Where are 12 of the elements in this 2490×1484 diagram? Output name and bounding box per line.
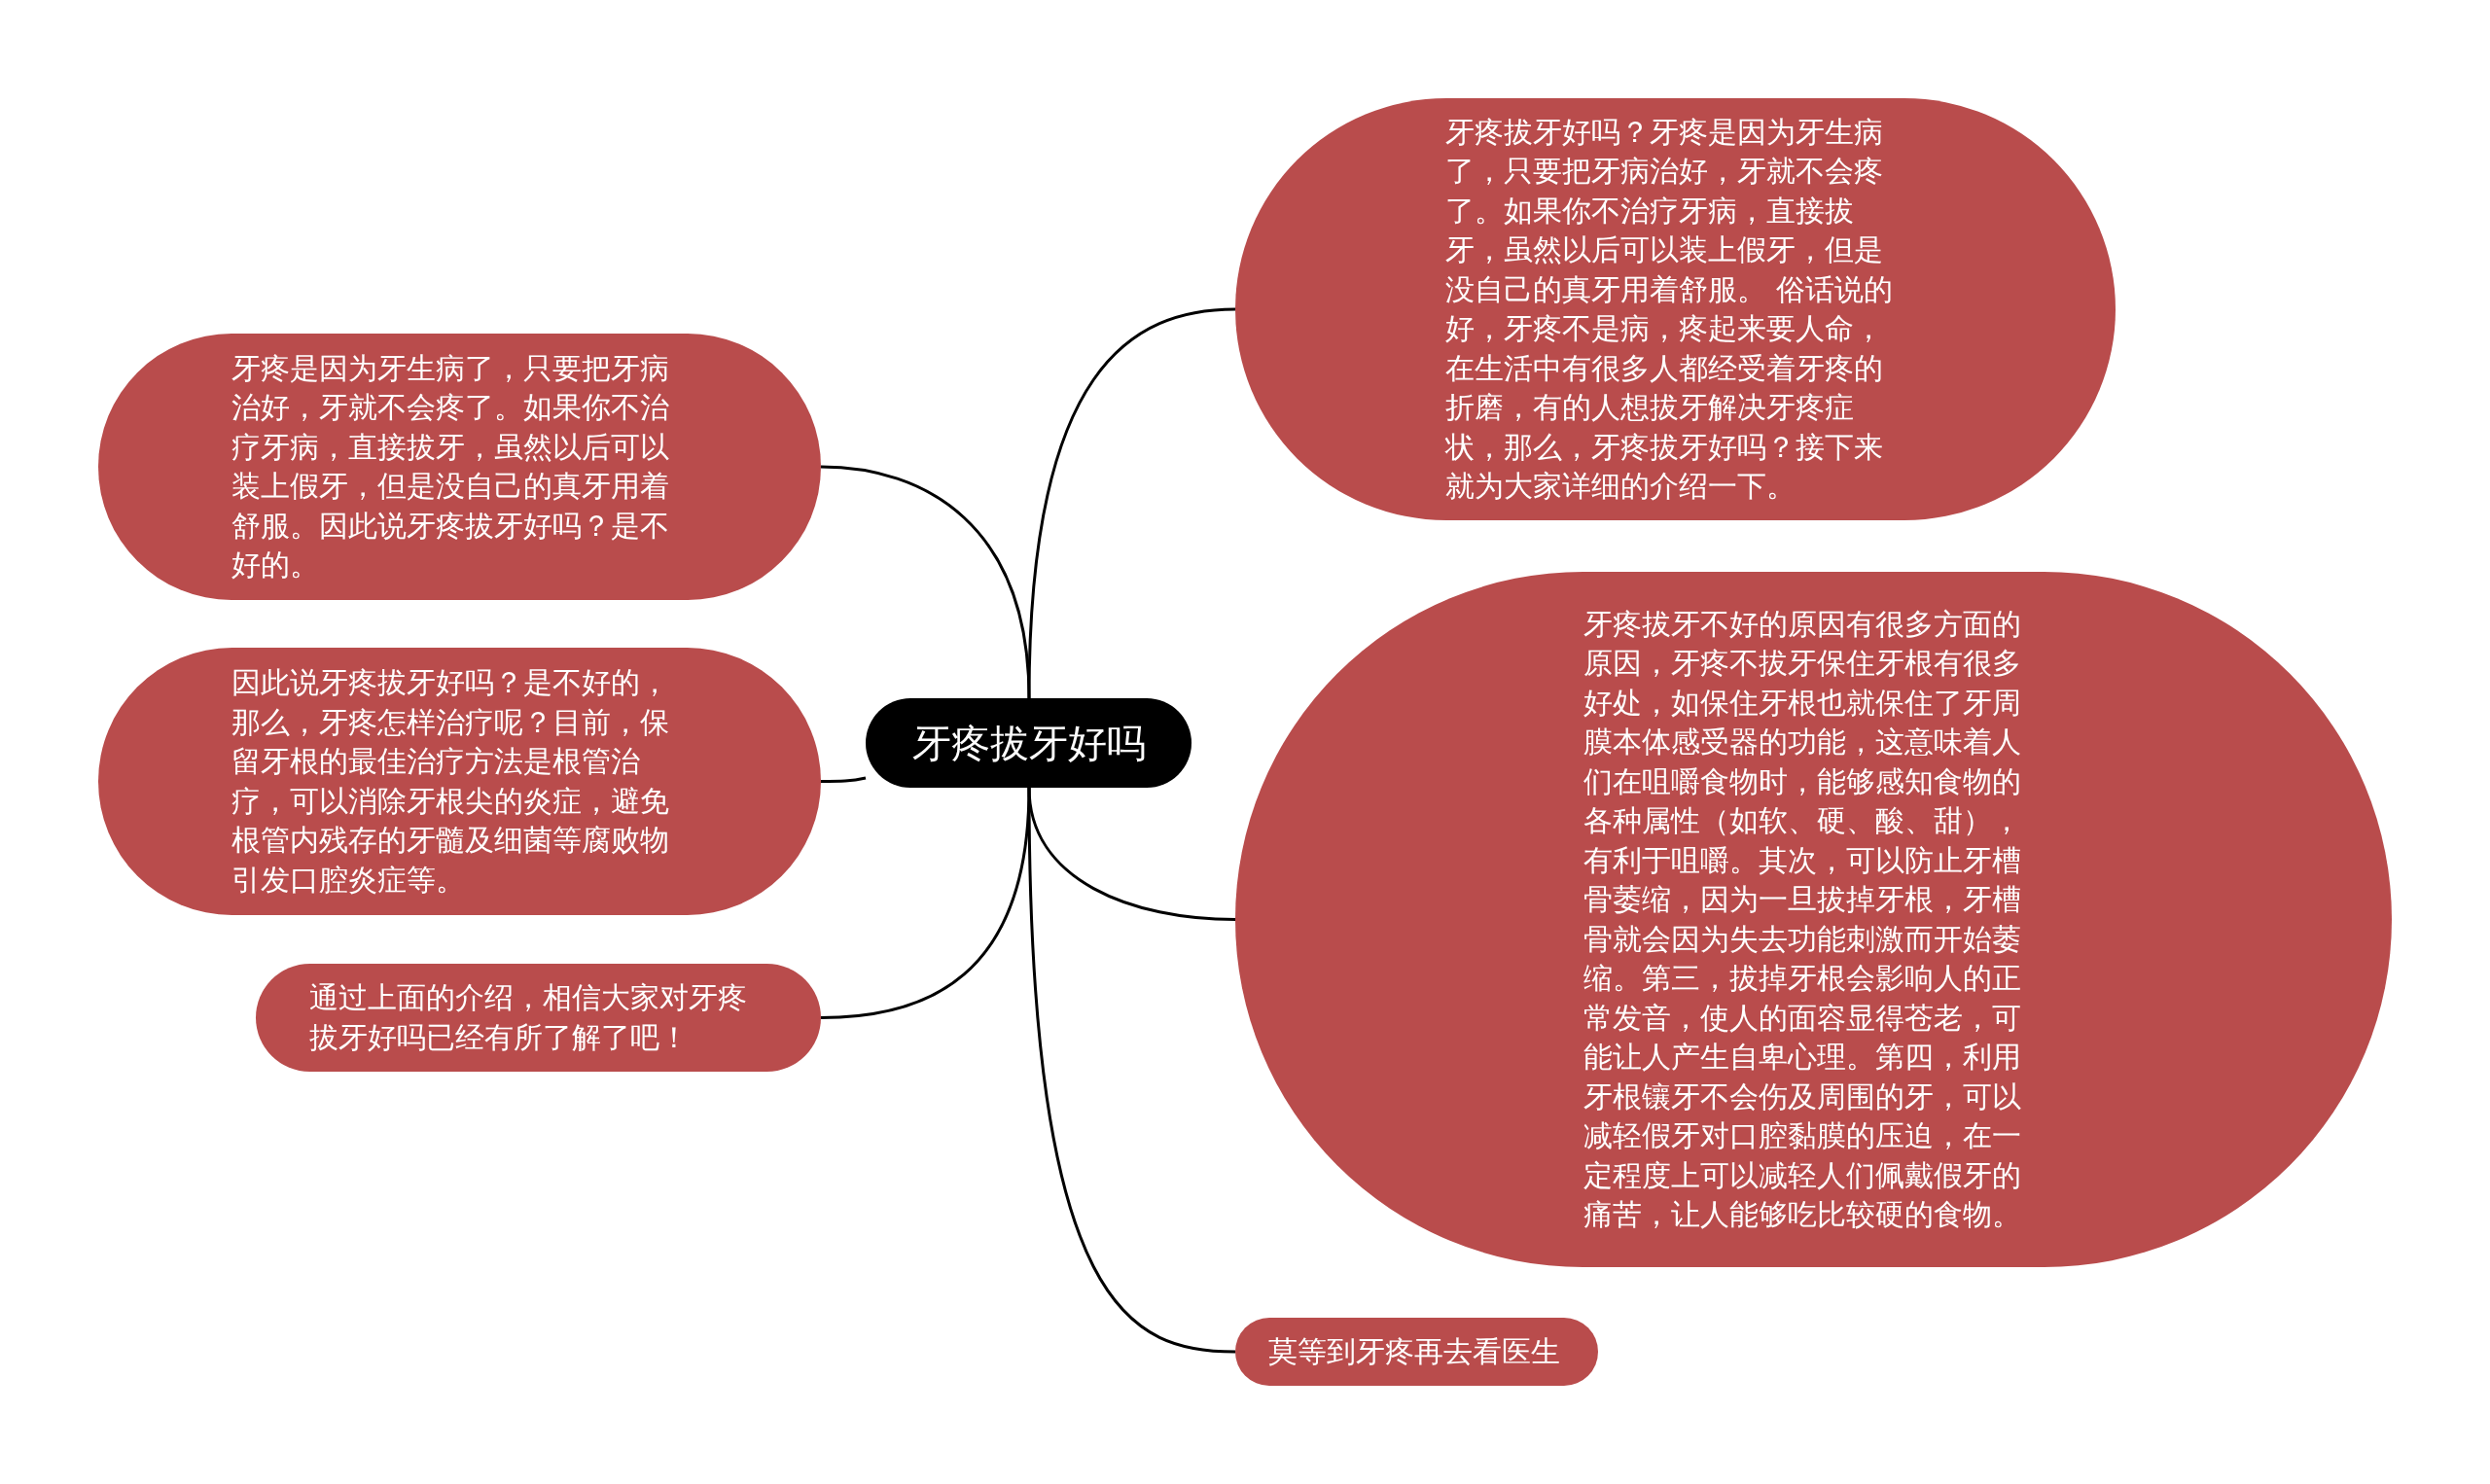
topic-text: 牙疼拔牙好吗？牙疼是因为牙生病了，只要把牙病治好，牙就不会疼了。如果你不治疗牙病，直接拔牙，虽然以后可以装上假牙，但是没自己的真牙用着舒服。 俗话说的好，牙疼不是病，疼起来要人命，在生活中有很多人都经受着牙疼的折磨，有的人想拔牙解决牙疼症状，那么，牙疼拔牙好吗？接下来就为大家详细的介绍一下。: [1445, 113, 1894, 505]
topic-text: 牙疼拔牙不好的原因有很多方面的原因，牙疼不拔牙保住牙根有很多好处，如保住牙根也就保住了牙周膜本体感受器的功能，这意味着人们在咀嚼食物时，能够感知食物的各种属性（如软、硬、酸、甜），有利于咀嚼。其次，可以防止牙槽骨萎缩，因为一旦拔掉牙根，牙槽骨就会因为失去功能刺激而开始萎缩。第三，拔掉牙根会影响人的正常发音，使人的面容显得苍老，可能让人产生自卑心理。第四，利用牙根镶牙不会伤及周围的牙，可以减轻假牙对口腔黏膜的压迫，在一定程度上可以减轻人们佩戴假牙的痛苦，让人能够吃比较硬的食物。: [1583, 605, 2022, 1233]
connector-line: [1027, 787, 1236, 1354]
topic-text: 因此说牙疼拔牙好吗？是不好的，那么，牙疼怎样治疗呢？目前，保留牙根的最佳治疗方法是根管治疗，可以消除牙根尖的炎症，避免根管内残存的牙髓及细菌等腐败物引发口腔炎症等。: [231, 664, 670, 899]
connector-line: [820, 465, 1031, 699]
connector-line: [821, 776, 867, 783]
topic-text: 通过上面的介绍，相信大家对牙疼拔牙好吗已经有所了解了吧！: [309, 979, 748, 1056]
connector-line: [820, 787, 1031, 1019]
topic-text: 莫等到牙疼再去看医生: [1268, 1332, 1561, 1370]
topic-title: 牙疼拔牙好吗: [911, 720, 1146, 767]
topic-text: 牙疼是因为牙生病了，只要把牙病治好，牙就不会疼了。如果你不治疗牙病，直接拔牙，虽然以后可以装上假牙，但是没自己的真牙用着舒服。因此说牙疼拔牙好吗？是不好的。: [231, 349, 670, 583]
connector-line: [1027, 307, 1236, 699]
